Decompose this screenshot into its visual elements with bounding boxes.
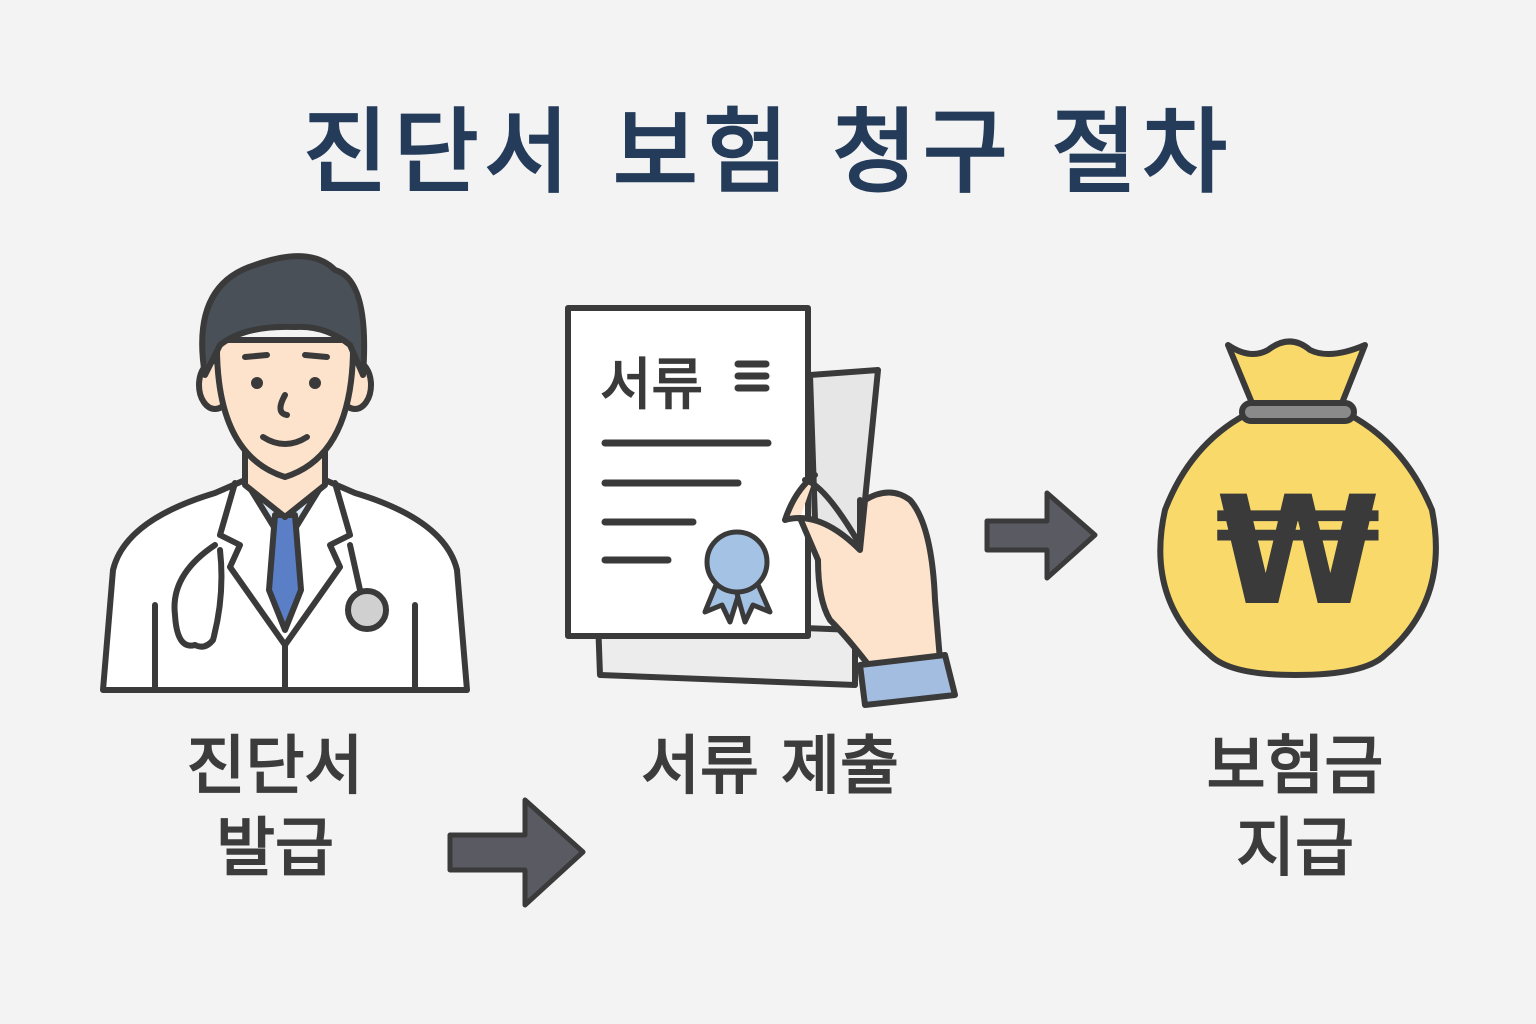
doctor-icon [100, 253, 470, 693]
money-bag-icon: ₩ [1157, 338, 1439, 678]
document-hand-icon: 서류 [565, 305, 958, 708]
step-label-submit: 서류 제출 [590, 726, 950, 808]
step-label-issue: 진단서 발급 [160, 726, 390, 890]
step-label-line: 보험금 [1206, 730, 1384, 804]
step-label-line: 지급 [1236, 812, 1354, 886]
arrow-right-icon [447, 797, 586, 908]
step-label-line: 진단서 [186, 730, 364, 804]
document-header: 서류 [600, 353, 703, 418]
arrow-right-icon [984, 490, 1098, 581]
page-title: 진단서 보험 청구 절차 [303, 99, 1233, 206]
won-symbol: ₩ [1215, 465, 1380, 639]
step-label-payout: 보험금 지급 [1180, 726, 1410, 890]
step-label-line: 발급 [216, 812, 334, 886]
step-label-line: 서류 제출 [641, 730, 899, 804]
